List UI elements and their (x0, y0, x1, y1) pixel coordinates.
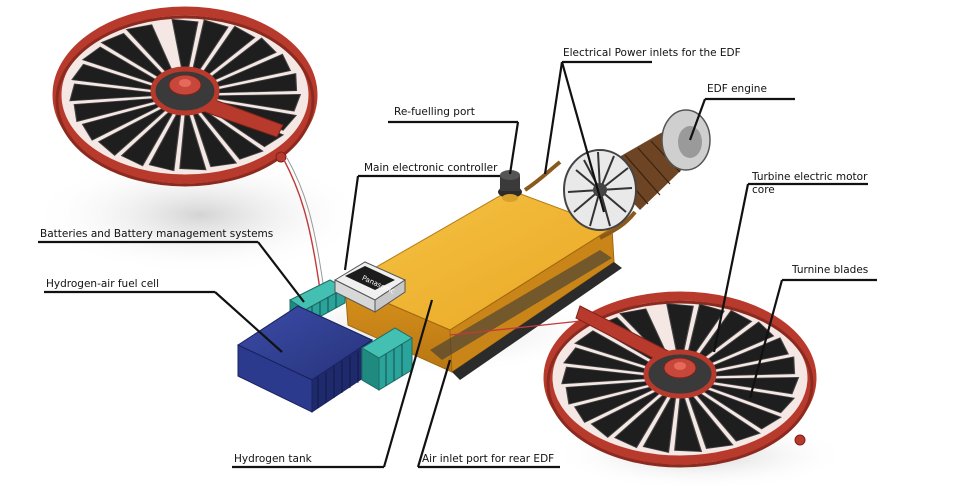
left-fan-icon (52, 6, 318, 187)
battery-pack-lower-icon (361, 327, 413, 391)
power-cable-1 (523, 160, 562, 192)
fuel-cell-icon (236, 305, 374, 413)
wire-right-fan (449, 319, 591, 336)
label-electrical-inlets: Electrical Power inlets for the EDF (563, 47, 741, 59)
label-fuel-cell: Hydrogen-air fuel cell (46, 278, 159, 290)
label-refuelling-port: Re-fuelling port (394, 106, 475, 118)
label-turbine-blades: Turnine blades (792, 264, 869, 276)
leader-lines (38, 60, 877, 469)
main-controller-icon (333, 261, 407, 313)
label-motor-core: Turbine electric motor core (752, 171, 868, 196)
wire-left-fan-2 (286, 157, 325, 291)
fan-shadow-left (30, 155, 370, 275)
label-hydrogen-tank: Hydrogen tank (234, 453, 312, 465)
label-batteries: Batteries and Battery management systems (40, 228, 274, 240)
label-main-controller: Main electronic controller (364, 162, 498, 174)
label-edf-engine: EDF engine (707, 83, 767, 95)
wire-left-fan (282, 157, 321, 291)
label-air-inlet: Air inlet port for rear EDF (422, 453, 555, 465)
power-cable-2 (599, 210, 637, 240)
right-fan-icon (543, 291, 817, 468)
edf-engine-icon (563, 109, 711, 231)
